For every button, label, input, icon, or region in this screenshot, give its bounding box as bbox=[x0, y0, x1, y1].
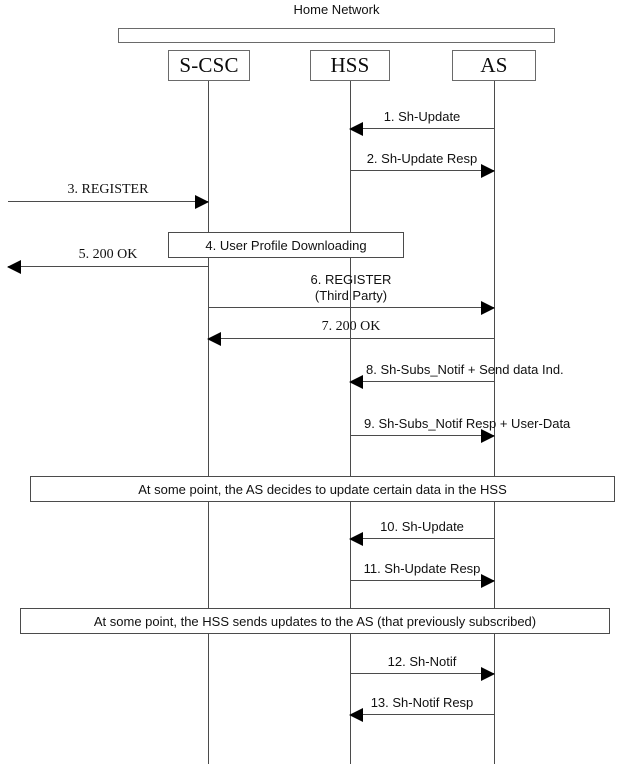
message-line bbox=[350, 714, 494, 716]
actor-box-scsc: S-CSC bbox=[168, 50, 250, 81]
arrow-head-right-icon bbox=[481, 429, 495, 443]
message-label: 5. 200 OK bbox=[78, 247, 138, 262]
message-label: 13. Sh-Notif Resp bbox=[370, 695, 474, 710]
lifeline-as bbox=[494, 81, 496, 764]
note-hss-sends-updates: At some point, the HSS sends updates to … bbox=[20, 608, 610, 634]
message-line bbox=[208, 338, 494, 340]
message-label: 7. 200 OK bbox=[321, 319, 381, 334]
arrow-head-left-icon bbox=[7, 260, 21, 274]
lifeline-hss bbox=[350, 81, 352, 764]
message-line bbox=[350, 580, 494, 582]
arrow-head-left-icon bbox=[349, 375, 363, 389]
message-label-line1: 6. REGISTER bbox=[310, 272, 392, 287]
arrow-head-left-icon bbox=[349, 532, 363, 546]
message-label: 2. Sh-Update Resp bbox=[366, 151, 478, 166]
note-as-decides-update: At some point, the AS decides to update … bbox=[30, 476, 615, 502]
message-line bbox=[8, 266, 208, 268]
arrow-head-left-icon bbox=[207, 332, 221, 346]
message-label-line2: (Third Party) bbox=[314, 288, 388, 303]
message-label: 12. Sh-Notif bbox=[387, 654, 457, 669]
arrow-head-right-icon bbox=[481, 164, 495, 178]
message-line bbox=[350, 170, 494, 172]
message-line bbox=[350, 381, 494, 383]
message-label: 6. REGISTER (Third Party) bbox=[208, 272, 494, 304]
message-label: 3. REGISTER bbox=[67, 182, 149, 197]
message-line bbox=[350, 435, 494, 437]
arrow-head-left-icon bbox=[349, 122, 363, 136]
arrow-head-right-icon bbox=[481, 667, 495, 681]
lifeline-scsc bbox=[208, 81, 210, 764]
message-line bbox=[350, 128, 494, 130]
home-network-bar bbox=[118, 28, 555, 43]
message-label: 11. Sh-Update Resp bbox=[363, 561, 481, 576]
message-line bbox=[350, 673, 494, 675]
message-label: 9. Sh-Subs_Notif Resp + User-Data bbox=[364, 416, 571, 431]
arrow-head-right-icon bbox=[481, 301, 495, 315]
arrow-head-right-icon bbox=[481, 574, 495, 588]
message-label: 10. Sh-Update bbox=[380, 519, 464, 534]
message-label: 1. Sh-Update bbox=[383, 109, 461, 124]
actor-box-hss: HSS bbox=[310, 50, 390, 81]
arrow-head-left-icon bbox=[349, 708, 363, 722]
message-line bbox=[350, 538, 494, 540]
message-label: 8. Sh-Subs_Notif + Send data Ind. bbox=[366, 362, 564, 377]
note-user-profile-downloading: 4. User Profile Downloading bbox=[168, 232, 404, 258]
message-line bbox=[8, 201, 208, 203]
network-title: Home Network bbox=[293, 2, 380, 17]
message-line bbox=[208, 307, 494, 309]
actor-box-as: AS bbox=[452, 50, 536, 81]
arrow-head-right-icon bbox=[195, 195, 209, 209]
